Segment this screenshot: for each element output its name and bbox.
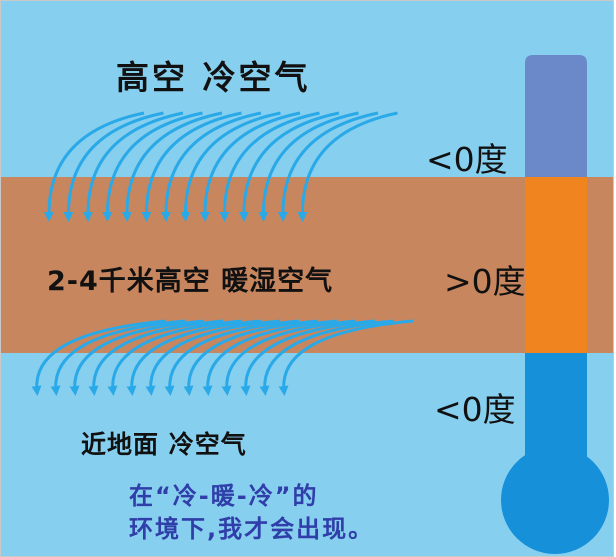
curved-arrow-icon — [219, 111, 320, 222]
curved-arrow-icon — [69, 319, 205, 396]
near-ground-cold-air-label: 近地面 冷空气 — [81, 430, 247, 459]
curved-arrow-icon — [202, 319, 338, 396]
curved-arrow-icon — [141, 111, 242, 222]
thermometer-icon — [501, 55, 609, 554]
thermometer-middle-section — [525, 177, 587, 353]
upper-cold-air-arrows — [43, 111, 398, 222]
high-altitude-cold-air-label: 高空 冷空气 — [116, 58, 311, 97]
mid-altitude-warm-air-label: 2-4千米高空 暖湿空气 — [47, 266, 334, 297]
thermometer-upper-section — [525, 55, 587, 177]
curved-arrow-icon — [240, 319, 376, 396]
curved-arrow-icon — [238, 111, 340, 222]
curved-arrow-icon — [126, 319, 262, 396]
curved-arrow-icon — [145, 319, 281, 396]
curved-arrow-icon — [43, 111, 145, 222]
curved-arrow-icon — [82, 111, 184, 222]
thermometer-lower-section — [525, 353, 587, 473]
temperature-bottom-label: <0度 — [434, 390, 516, 429]
lower-cold-air-arrows — [31, 319, 414, 396]
curved-arrow-icon — [160, 111, 262, 222]
curved-arrow-icon — [107, 319, 243, 396]
curved-arrow-icon — [258, 111, 359, 222]
curved-arrow-icon — [221, 319, 357, 396]
curved-arrow-icon — [199, 111, 301, 222]
explanation-note: 在“冷-暖-冷”的 环境下,我才会出现。 — [129, 480, 374, 546]
curved-arrow-icon — [180, 111, 281, 222]
curved-arrow-icon — [278, 319, 414, 396]
curved-arrow-icon — [31, 319, 167, 396]
explanation-line-1: 在“冷-暖-冷”的 — [129, 482, 319, 510]
temperature-top-label: <0度 — [426, 140, 508, 179]
curved-arrow-icon — [50, 319, 186, 396]
temperature-middle-label: >0度 — [444, 262, 526, 301]
curved-arrow-icon — [88, 319, 224, 396]
curved-arrow-icon — [121, 111, 223, 222]
curved-arrow-icon — [297, 111, 398, 222]
curved-arrow-icon — [102, 111, 203, 222]
curved-arrow-icon — [277, 111, 379, 222]
curved-arrow-icon — [183, 319, 319, 396]
curved-arrow-icon — [164, 319, 300, 396]
curved-arrow-icon — [259, 319, 395, 396]
explanation-line-2: 环境下,我才会出现。 — [129, 515, 375, 543]
curved-arrow-icon — [63, 111, 164, 222]
